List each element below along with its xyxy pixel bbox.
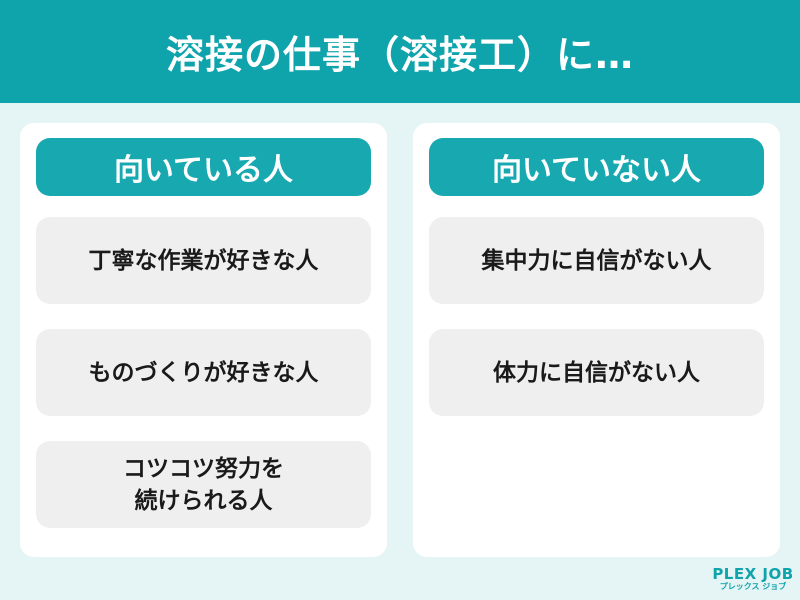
plexjob-logo: PLEX JOB プレックス ジョブ [708,566,798,592]
logo-main-text: PLEX JOB [712,565,794,583]
suitable-item: ものづくりが好きな人 [36,329,371,416]
suitable-item: 丁寧な作業が好きな人 [36,217,371,304]
unsuitable-heading: 向いていない人 [429,138,764,196]
unsuitable-item: 体力に自信がない人 [429,329,764,416]
suitable-item: コツコツ努力を 続けられる人 [36,441,371,528]
page-title: 溶接の仕事（溶接工）に… [165,33,634,77]
unsuitable-item: 集中力に自信がない人 [429,217,764,304]
suitable-panel: 向いている人 丁寧な作業が好きな人 ものづくりが好きな人 コツコツ努力を 続けら… [20,123,387,557]
header-banner: 溶接の仕事（溶接工）に… [0,0,800,103]
suitable-heading: 向いている人 [36,138,371,196]
logo-sub-text: プレックス ジョブ [719,582,787,591]
unsuitable-panel: 向いていない人 集中力に自信がない人 体力に自信がない人 [413,123,780,557]
